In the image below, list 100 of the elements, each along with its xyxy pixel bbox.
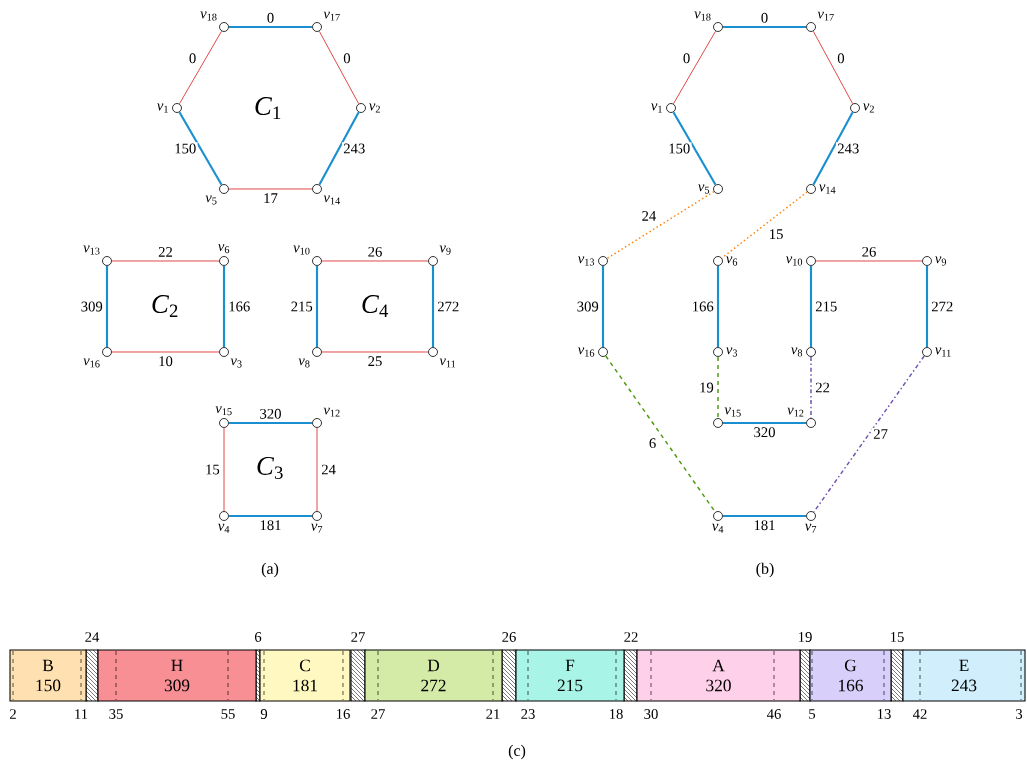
edge-label: 0 [341, 52, 352, 65]
bar-number: 16 [336, 709, 350, 719]
graph-edge [318, 111, 360, 186]
graph-edge [606, 190, 715, 260]
edge-label: 15 [203, 463, 222, 476]
graph-edge [111, 351, 220, 353]
edge-label: 320 [752, 425, 777, 439]
edge-label: 22 [156, 245, 175, 259]
panel-caption: (b) [756, 562, 774, 578]
graph-edge [228, 25, 313, 29]
edge-label: 6 [647, 436, 658, 450]
vertex-label: v$_{16}$ [83, 358, 100, 368]
vertex [312, 256, 322, 266]
vertex [806, 347, 816, 357]
bar-number: 24 [85, 632, 100, 642]
vertex-label: v$_{9}$ [439, 245, 451, 255]
bar-number: 35 [109, 709, 123, 719]
vertex-label: v$_{18}$ [200, 11, 217, 21]
vertex [312, 22, 322, 32]
vertex [922, 347, 932, 357]
vertex-label: v$_{3}$ [726, 347, 738, 357]
vertex [102, 347, 112, 357]
bar-segment: C 181 [259, 649, 351, 702]
vertex-label: v$_{1}$ [157, 103, 168, 113]
vertex-label: v$_{12}$ [787, 407, 804, 417]
graph-edge [228, 421, 313, 425]
vertex-label: v$_{3}$ [230, 358, 242, 368]
vertex-label: v$_{9}$ [935, 256, 947, 266]
vertex [922, 256, 932, 266]
vertex [219, 418, 229, 428]
vertex [219, 256, 229, 266]
vertex [713, 511, 723, 521]
vertex-label: v$_{10}$ [293, 245, 310, 255]
bar-number: 55 [221, 709, 235, 719]
edge-label: 24 [319, 463, 338, 476]
graph-edge [223, 427, 225, 512]
panel-caption: (c) [508, 744, 526, 760]
graph-edge [228, 514, 313, 518]
graph-edge [601, 265, 605, 348]
graph-edge [105, 265, 109, 348]
bar-number: 11 [75, 709, 88, 719]
graph-edge [315, 265, 319, 348]
vertex-label: v$_{7}$ [805, 523, 817, 533]
graph-edge [321, 260, 429, 262]
edge-label: 309 [79, 300, 105, 313]
vertex-label: v$_{8}$ [298, 358, 310, 368]
vertex [850, 103, 860, 113]
bar-number: 15 [890, 632, 904, 642]
vertex [598, 256, 608, 266]
edge-label: 26 [860, 245, 878, 259]
edge-label: 27 [871, 427, 890, 441]
panel-caption: (a) [261, 562, 279, 578]
graph-edge [716, 265, 720, 348]
edge-label: 10 [156, 354, 175, 368]
vertex [219, 347, 229, 357]
graph-edge [178, 111, 223, 186]
graph-edge [222, 265, 226, 348]
bar-number: 9 [260, 709, 268, 719]
edge-label: 166 [226, 300, 252, 313]
graph-edge [228, 188, 313, 190]
bar-number: 27 [351, 632, 365, 642]
edge-label: 22 [813, 381, 832, 394]
graph-edge [321, 351, 429, 353]
vertex-label: v$_{6}$ [726, 256, 738, 266]
vertex [312, 347, 322, 357]
cycle-label: C$_{3}$ [257, 457, 283, 479]
vertex-label: v$_{12}$ [323, 407, 340, 417]
graph-edge [722, 25, 807, 29]
graph-edge [812, 111, 854, 186]
edge-label: 0 [265, 11, 276, 25]
edge-label: 19 [697, 381, 716, 394]
vertex-label: v$_{8}$ [791, 347, 803, 357]
bar-segment: H 309 [97, 649, 257, 702]
graph-edge [673, 30, 716, 105]
edge-label: 24 [640, 209, 658, 223]
vertex [806, 511, 816, 521]
vertex-label: v$_{13}$ [83, 245, 100, 255]
bar-number: 30 [644, 709, 658, 719]
edge-label: 215 [289, 300, 315, 313]
bar-segment: F 215 [515, 649, 625, 702]
vertex-label: v$_{2}$ [369, 103, 380, 113]
bar-segment: E 243 [902, 649, 1026, 702]
vertex-label: v$_{7}$ [311, 523, 323, 533]
vertex-label: v$_{2}$ [863, 103, 874, 113]
bar-segment: B 150 [9, 649, 87, 702]
vertex-label: v$_{15}$ [724, 407, 741, 417]
bar-number: 19 [798, 632, 812, 642]
edge-label: 26 [366, 245, 384, 259]
edge-label: 215 [813, 300, 839, 313]
bar-number: 5 [809, 709, 816, 719]
edge-label: 309 [575, 300, 601, 313]
vertex-label: v$_{13}$ [577, 256, 595, 266]
vertex [219, 511, 229, 521]
bar-number: 21 [486, 709, 500, 719]
vertex-label: v$_{11}$ [935, 347, 951, 357]
vertex-label: v$_{5}$ [205, 195, 217, 205]
vertex-label: v$_{17}$ [323, 11, 340, 21]
vertex [806, 418, 816, 428]
vertex-label: v$_{4}$ [218, 523, 230, 533]
vertex [806, 22, 816, 32]
